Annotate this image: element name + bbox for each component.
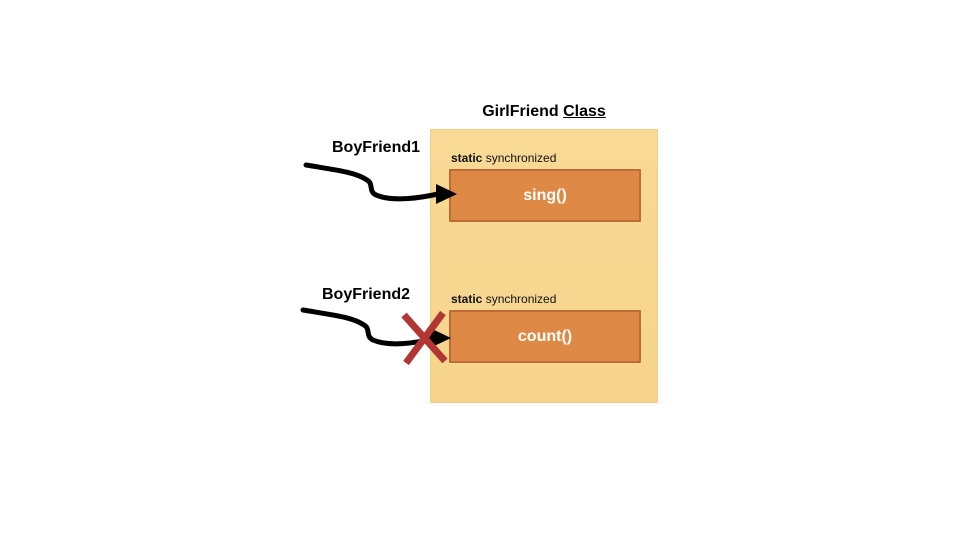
arrow-boyfriend2-shaft (300, 307, 435, 347)
thread-label-boyfriend1: BoyFriend1 (332, 139, 421, 156)
method-group-sing: static synchronized sing() (449, 151, 641, 222)
arrow-boyfriend1-shaft (303, 162, 441, 202)
modifier-synchronized: synchronized (482, 292, 557, 306)
method-box-sing: sing() (449, 169, 641, 222)
class-title: GirlFriend Class (430, 103, 658, 125)
thread-label-boyfriend2: BoyFriend2 (322, 286, 411, 303)
class-title-underlined: Class (563, 103, 606, 120)
class-title-main: GirlFriend (482, 103, 559, 120)
arrow-boyfriend2 (300, 307, 451, 348)
method-name-count: count() (517, 327, 573, 345)
modifier-synchronized: synchronized (482, 151, 557, 165)
method-name-sing: sing() (523, 186, 567, 204)
modifier-static: static (451, 151, 483, 165)
method-modifiers-sing: static synchronized (451, 151, 641, 165)
modifier-static: static (451, 292, 483, 306)
method-modifiers-count: static synchronized (451, 292, 641, 306)
class-container: static synchronized sing() static synchr… (430, 129, 658, 403)
method-box-count: count() (449, 310, 641, 363)
method-group-count: static synchronized count() (449, 292, 641, 363)
